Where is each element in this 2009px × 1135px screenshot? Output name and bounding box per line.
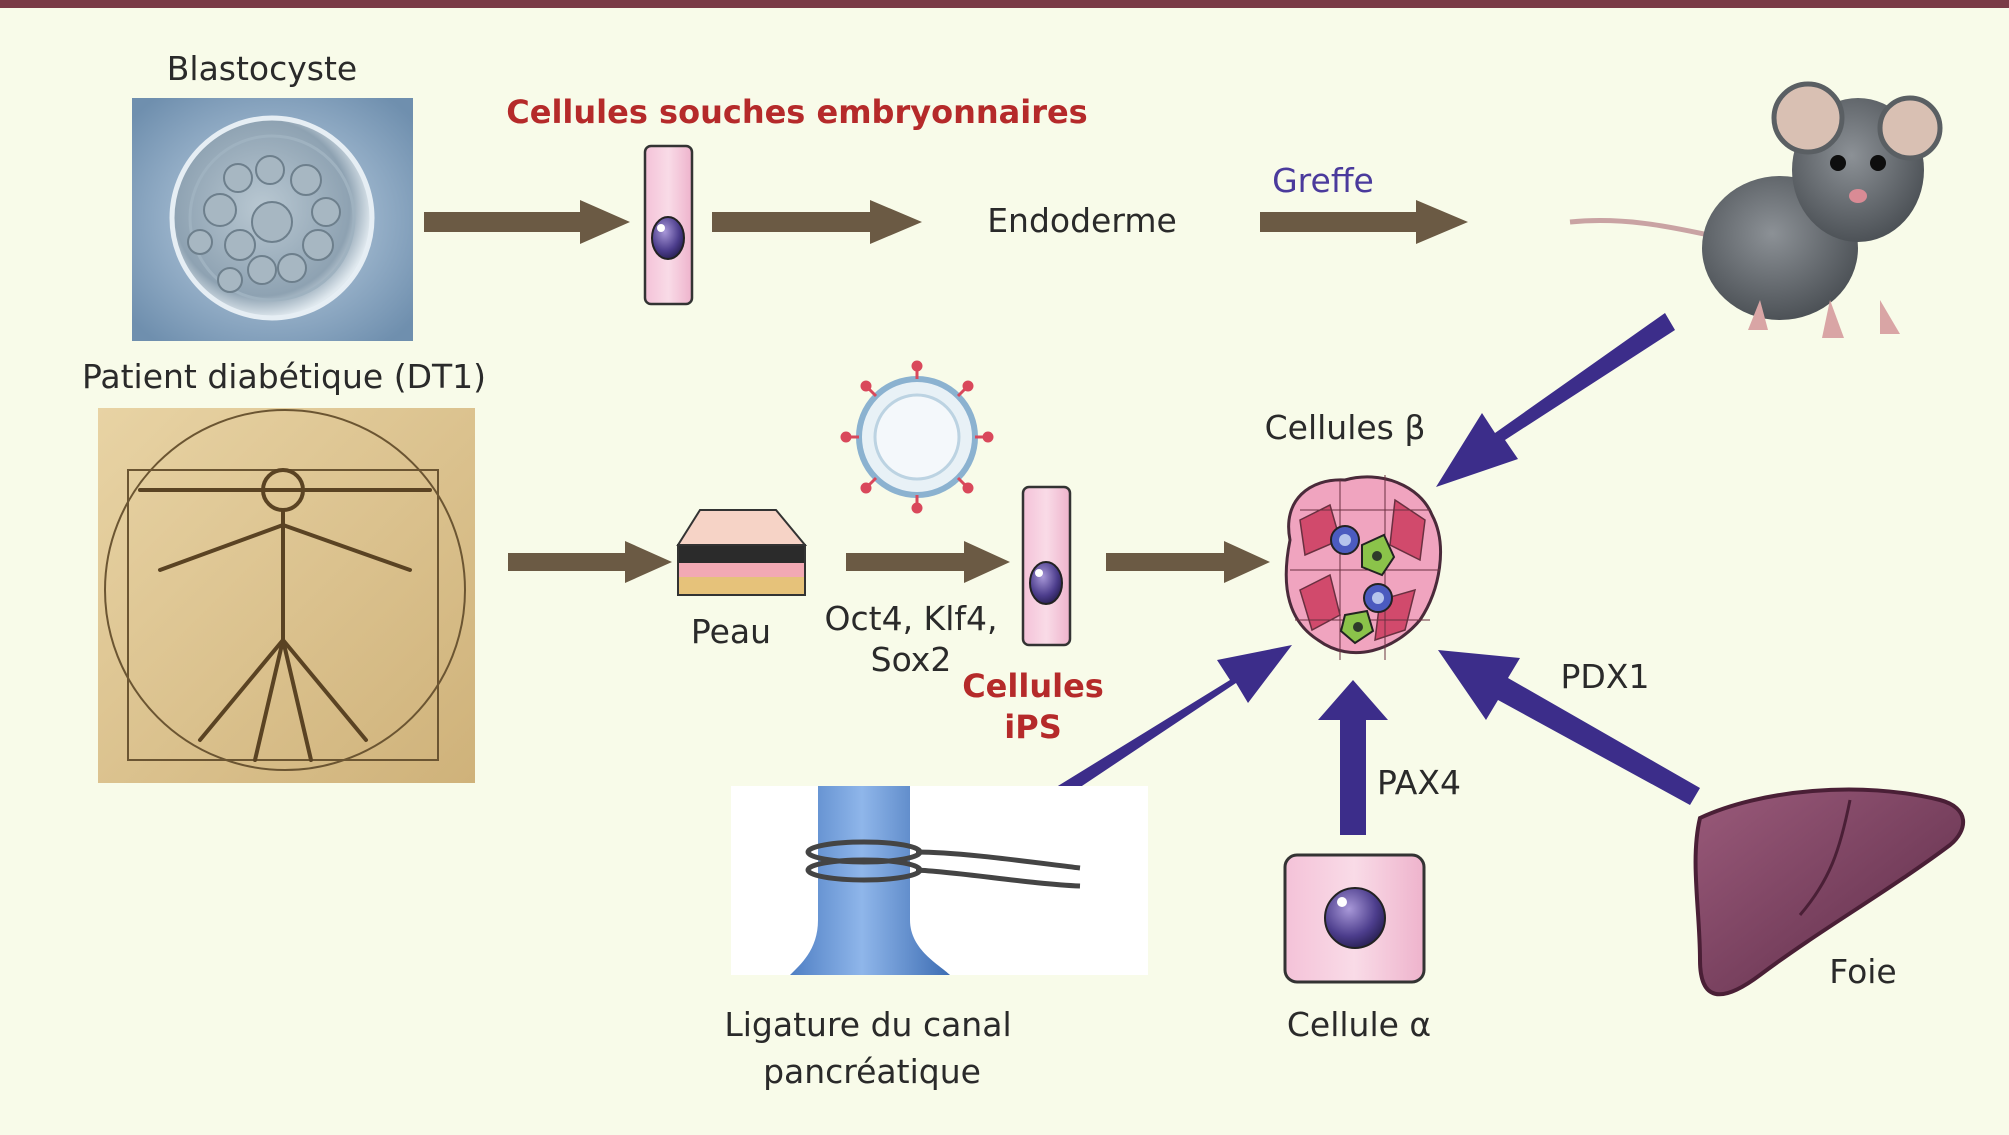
label-blastocyste: Blastocyste xyxy=(167,49,357,88)
arrow-patient-to-peau xyxy=(508,541,672,583)
label-ips-line2: iPS xyxy=(1004,708,1061,746)
label-cellules-beta: Cellules β xyxy=(1265,408,1426,447)
top-bar xyxy=(0,0,2009,8)
label-pdx1: PDX1 xyxy=(1561,657,1650,696)
arrow-liver-to-beta xyxy=(1438,650,1700,805)
label-ligature-line2: pancréatique xyxy=(763,1052,981,1091)
embryonic-stem-cell xyxy=(643,144,694,306)
label-endoderme: Endoderme xyxy=(987,201,1177,240)
arrow-ligature-to-beta xyxy=(1040,645,1292,810)
arrow-greffe xyxy=(1260,200,1468,244)
ligature-duct-image xyxy=(731,786,1148,975)
label-patient: Patient diabétique (DT1) xyxy=(82,357,486,396)
label-peau: Peau xyxy=(691,612,771,651)
label-ips-line1: Cellules xyxy=(962,667,1104,705)
liver-image xyxy=(1693,787,1966,997)
label-facteurs-line1: Oct4, Klf4, xyxy=(825,599,998,638)
alpha-cell xyxy=(1283,853,1426,984)
arrow-alpha-to-beta xyxy=(1318,680,1388,835)
skin-sample-image xyxy=(676,509,808,596)
beta-cell-islet-image xyxy=(1284,475,1443,660)
mouse-image xyxy=(1569,81,1943,338)
arrow-ips-to-beta xyxy=(1106,541,1270,583)
label-pax4: PAX4 xyxy=(1377,763,1461,802)
arrow-esc-to-endoderme xyxy=(712,200,922,244)
blastocyst-image xyxy=(132,98,413,341)
label-facteurs-line2: Sox2 xyxy=(871,640,952,679)
arrow-mouse-to-beta xyxy=(1436,313,1675,487)
arrow-peau-to-ips xyxy=(846,541,1010,583)
label-greffe: Greffe xyxy=(1272,161,1374,200)
arrow-blasto-to-esc xyxy=(424,200,630,244)
virus-vector-icon xyxy=(840,360,994,514)
ips-cell xyxy=(1021,485,1072,647)
label-cellules-souches: Cellules souches embryonnaires xyxy=(506,93,1087,131)
vitruvian-man-image xyxy=(98,408,475,783)
label-ligature-line1: Ligature du canal xyxy=(724,1005,1011,1044)
label-cellule-alpha: Cellule α xyxy=(1287,1005,1431,1044)
label-foie: Foie xyxy=(1829,952,1896,991)
